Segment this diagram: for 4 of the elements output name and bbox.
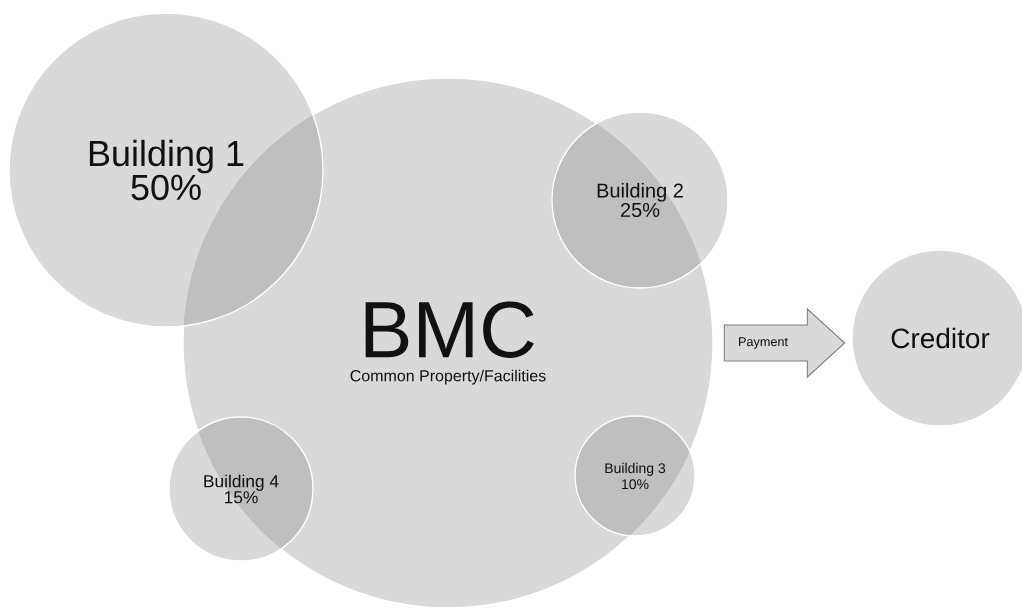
circle-node: Building 3 10% [574,415,696,537]
node-label: Common Property/Facilities [350,369,546,385]
circle-node: Creditor [851,249,1022,427]
node-label: BMC [365,301,534,359]
